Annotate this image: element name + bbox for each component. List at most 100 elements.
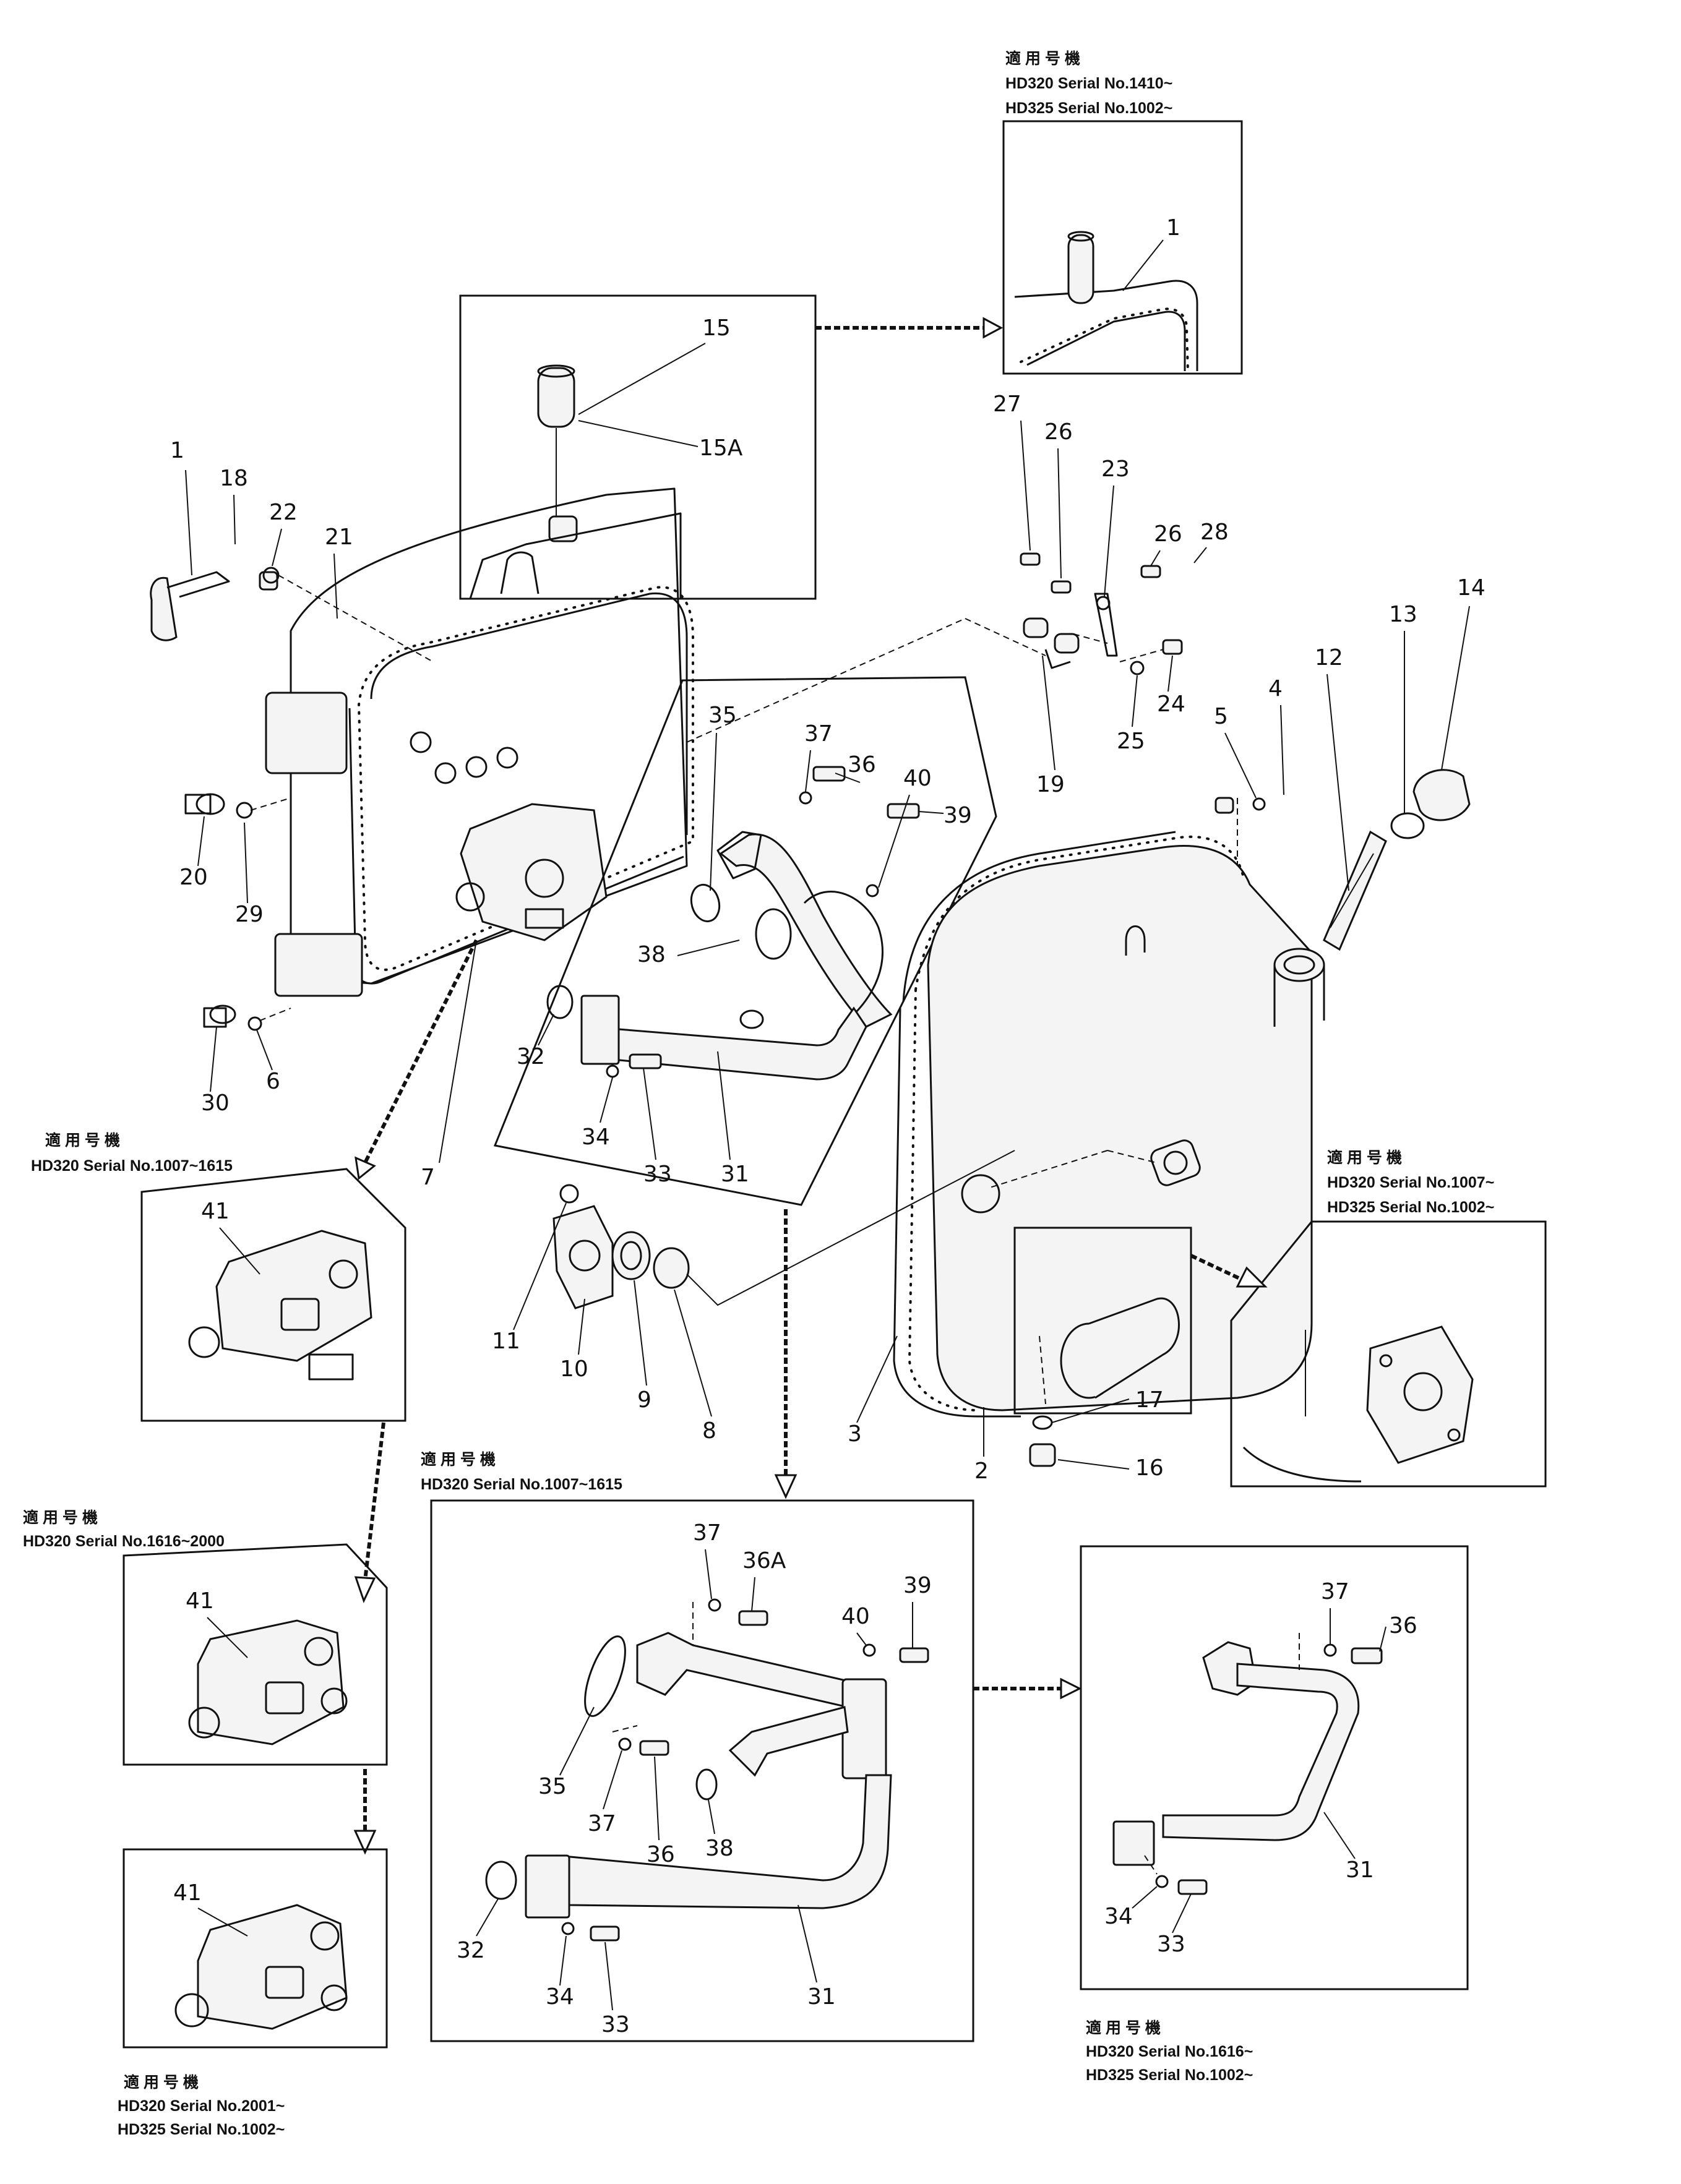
part-label: 40 xyxy=(903,766,932,791)
part-label: 25 xyxy=(1117,729,1145,754)
pointer-arrow xyxy=(815,317,1004,339)
svg-text:適 用 号 機: 適 用 号 機 xyxy=(124,2073,199,2091)
part-label: 33 xyxy=(601,2012,630,2037)
applicability-note-right-middle: 適 用 号 機 HD320 Serial No.1007~ HD325 Seri… xyxy=(1327,1149,1494,1216)
svg-text:HD320 Serial No.2001~: HD320 Serial No.2001~ xyxy=(118,2097,285,2115)
svg-text:HD320 Serial No.1007~1615: HD320 Serial No.1007~1615 xyxy=(31,1157,233,1175)
part-label: 4 xyxy=(1268,676,1283,701)
transmission-case xyxy=(265,487,1046,997)
part-label: 31 xyxy=(807,1984,836,2010)
part-label: 36 xyxy=(848,752,876,777)
applicability-note-center: 適 用 号 機 HD320 Serial No.1007~1615 xyxy=(421,1450,622,1493)
part-label: 5 xyxy=(1214,704,1228,729)
part-label: 14 xyxy=(1457,575,1485,601)
pointer-arrow xyxy=(973,1677,1082,1700)
inset-valve-variant-3: 41 xyxy=(123,1848,388,2049)
part-label: 37 xyxy=(588,1811,616,1836)
part-label: 15A xyxy=(699,435,743,461)
svg-text:適 用 号 機: 適 用 号 機 xyxy=(1327,1149,1402,1167)
part-label: 24 xyxy=(1157,692,1185,717)
part-label: 38 xyxy=(705,1836,734,1861)
pointer-arrow xyxy=(354,1422,385,1603)
control-valve xyxy=(455,803,608,941)
svg-text:HD320 Serial No.1007~1615: HD320 Serial No.1007~1615 xyxy=(421,1476,622,1493)
inset-piping-early: 37 36A 39 40 35 37 36 38 32 34 33 31 xyxy=(430,1499,974,2042)
inset-valve-variant-2: 41 xyxy=(123,1543,388,1766)
part-label: 41 xyxy=(186,1588,214,1614)
applicability-note-left-middle: 適 用 号 機 HD320 Serial No.1616~2000 xyxy=(23,1509,225,1550)
part-label: 1 xyxy=(1166,215,1180,241)
part-label: 11 xyxy=(492,1329,520,1354)
svg-text:HD325 Serial No.1002~: HD325 Serial No.1002~ xyxy=(1327,1199,1494,1216)
pointer-arrow xyxy=(353,1769,377,1855)
svg-text:HD320 Serial No.1616~2000: HD320 Serial No.1616~2000 xyxy=(23,1533,225,1550)
part-label: 27 xyxy=(993,392,1021,417)
part-label: 15 xyxy=(702,315,731,341)
drain-plug-group: 17 16 xyxy=(1013,1227,1192,1481)
flange-parts: 11 10 9 8 3 2 xyxy=(492,1150,1015,1484)
part-label: 8 xyxy=(702,1418,716,1444)
part-label: 39 xyxy=(903,1573,932,1598)
inset-flange-closeup xyxy=(1190,1220,1547,1488)
part-label: 12 xyxy=(1315,645,1343,670)
svg-text:適 用 号 機: 適 用 号 機 xyxy=(421,1450,496,1468)
part-label: 3 xyxy=(848,1421,862,1447)
part-label: 40 xyxy=(841,1604,870,1629)
piping-group-center: 35 37 36 40 39 38 32 34 33 31 xyxy=(493,676,997,1206)
svg-text:HD320 Serial No.1616~: HD320 Serial No.1616~ xyxy=(1086,2043,1253,2060)
part-label: 33 xyxy=(643,1162,672,1187)
part-label: 30 xyxy=(201,1090,230,1116)
svg-text:適 用 号 機: 適 用 号 機 xyxy=(1005,49,1080,67)
part-label: 29 xyxy=(235,902,264,927)
part-label: 35 xyxy=(708,703,737,728)
part-label: 35 xyxy=(538,1774,567,1799)
part-label: 34 xyxy=(1104,1904,1133,1929)
part-label: 10 xyxy=(560,1356,588,1382)
part-label: 38 xyxy=(637,942,666,967)
inset-piping-late: 37 36 31 34 33 xyxy=(1080,1545,1469,1990)
strainer-and-cap: 5 4 12 13 14 xyxy=(1214,575,1485,951)
part-label: 20 xyxy=(179,865,208,890)
part-label: 36 xyxy=(1389,1613,1417,1638)
svg-text:適 用 号 機: 適 用 号 機 xyxy=(1086,2019,1161,2037)
svg-text:HD325 Serial No.1002~: HD325 Serial No.1002~ xyxy=(1005,100,1172,117)
part-label: 7 xyxy=(421,1165,435,1190)
part-label: 32 xyxy=(457,1938,485,1963)
svg-text:適 用 号 機: 適 用 号 機 xyxy=(45,1131,120,1149)
part-label: 6 xyxy=(266,1069,280,1094)
part-label: 17 xyxy=(1135,1387,1164,1413)
part-label: 36A xyxy=(742,1548,786,1574)
part-label: 37 xyxy=(1321,1579,1349,1604)
part-label: 2 xyxy=(974,1458,989,1484)
part-label: 23 xyxy=(1101,456,1130,482)
svg-text:HD320 Serial No.1007~: HD320 Serial No.1007~ xyxy=(1327,1174,1494,1191)
inset-valve-variant-1: 41 xyxy=(140,1168,406,1422)
part-label: 41 xyxy=(201,1199,230,1224)
part-label: 37 xyxy=(693,1520,721,1546)
part-label: 9 xyxy=(637,1387,651,1413)
part-label: 32 xyxy=(517,1044,545,1069)
part-label: 1 xyxy=(170,438,184,463)
svg-text:HD320 Serial No.1410~: HD320 Serial No.1410~ xyxy=(1005,75,1172,92)
applicability-note-left-upper: 適 用 号 機 HD320 Serial No.1007~1615 xyxy=(31,1131,233,1175)
part-label: 26 xyxy=(1154,521,1182,547)
part-label: 34 xyxy=(582,1124,610,1150)
applicability-note-bottom-left: 適 用 号 機 HD320 Serial No.2001~ HD325 Seri… xyxy=(118,2073,285,2138)
applicability-note-top-right: 適 用 号 機 HD320 Serial No.1410~ HD325 Seri… xyxy=(1005,49,1172,117)
svg-text:HD325 Serial No.1002~: HD325 Serial No.1002~ xyxy=(1086,2066,1253,2084)
part-label: 13 xyxy=(1389,602,1417,627)
inset-cover-top-right: 1 xyxy=(1002,120,1243,375)
inset-breather: 15 15A xyxy=(459,294,817,600)
svg-text:適 用 号 機: 適 用 号 機 xyxy=(23,1509,98,1527)
lever-assembly xyxy=(150,567,291,1031)
part-label: 31 xyxy=(1346,1857,1374,1883)
part-label: 34 xyxy=(546,1984,574,2010)
pointer-arrow xyxy=(774,1209,798,1499)
part-label: 19 xyxy=(1036,772,1065,797)
svg-text:HD325 Serial No.1002~: HD325 Serial No.1002~ xyxy=(118,2121,285,2138)
part-label: 33 xyxy=(1157,1932,1185,1957)
part-label: 31 xyxy=(721,1162,749,1187)
part-label: 22 xyxy=(269,500,298,525)
part-label: 39 xyxy=(944,803,972,828)
